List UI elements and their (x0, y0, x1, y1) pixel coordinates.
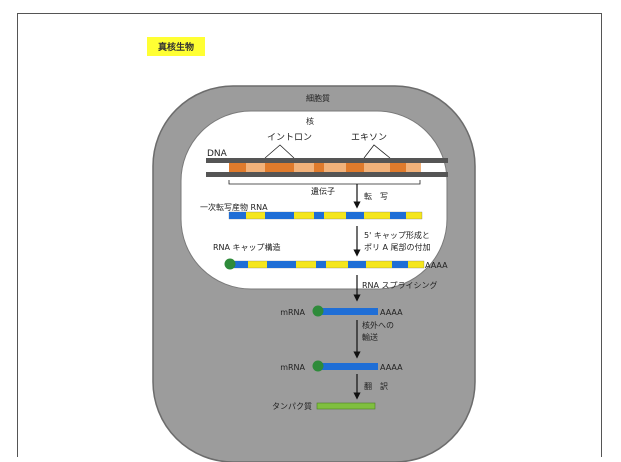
mrna-strand-2 (320, 363, 378, 370)
intron-label: イントロン (267, 133, 312, 143)
splicing-label: RNA スプライシング (362, 280, 438, 290)
export-label-line1: 核外への (362, 320, 394, 330)
protein-label: タンパク質 (272, 401, 312, 411)
nucleus (180, 110, 448, 290)
dna-strand (206, 158, 448, 177)
capped-rna (230, 260, 425, 269)
polya-tail-2: AAAA (380, 308, 403, 317)
mrna-cap-2 (312, 360, 324, 372)
capping-label-line2: ポリ A 尾部の付加 (364, 242, 431, 252)
gene-bracket (228, 180, 421, 185)
mrna-label-2: mRNA (280, 363, 305, 372)
dna-label: DNA (207, 149, 228, 159)
protein-bar (316, 402, 376, 410)
transcription-label: 転 写 (364, 192, 388, 201)
primary-transcript-label: 一次転写産物 RNA (200, 202, 268, 212)
rna-cap (224, 258, 236, 270)
translation-label: 翻 訳 (364, 381, 388, 391)
gene-label: 遺伝子 (311, 186, 335, 196)
mrna-label-1: mRNA (280, 308, 305, 317)
title-badge: 真核生物 (147, 37, 205, 56)
intron-pointer (264, 144, 295, 159)
exon-label: エキソン (351, 133, 387, 143)
capping-label-line1: 5' キャップ形成と (364, 230, 430, 240)
mrna-cap-1 (312, 305, 324, 317)
exon-pointer (363, 144, 391, 159)
polya-tail-3: AAAA (380, 363, 403, 372)
cytoplasm-label: 細胞質 (306, 93, 330, 103)
export-label-line2: 輸送 (362, 332, 378, 342)
cap-structure-label: RNA キャップ構造 (213, 242, 281, 252)
polya-tail-1: AAAA (425, 261, 448, 270)
mrna-strand-1 (320, 308, 378, 315)
nucleus-label: 核 (306, 116, 314, 126)
primary-transcript-rna (228, 211, 423, 220)
